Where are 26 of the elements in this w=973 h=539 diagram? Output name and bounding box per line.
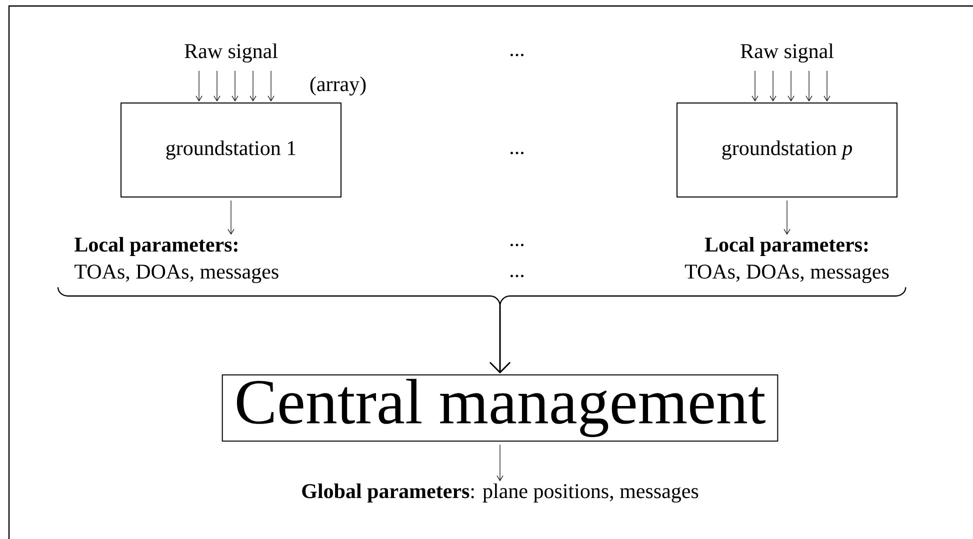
label-text: ...	[510, 244, 524, 246]
process-box: Central management	[222, 374, 778, 442]
arrow	[232, 70, 238, 102]
arrow	[250, 70, 256, 102]
arrow	[214, 70, 220, 102]
arrow	[788, 70, 794, 102]
arrow	[496, 444, 504, 482]
parameter-text: Local parameters: TOAs, DOAs, messages	[684, 236, 889, 284]
label-text: ...	[510, 152, 524, 154]
arrow	[824, 70, 830, 102]
parameter-text: Local parameters: TOAs, DOAs, messages	[74, 236, 278, 284]
process-box: groundstation p	[676, 102, 898, 198]
node-text: Global parameters: plane positions, messages	[302, 483, 698, 503]
label-text: ...	[510, 274, 524, 278]
arrow	[770, 70, 776, 102]
node-text: Raw signal	[184, 43, 278, 63]
process-box: groundstation 1	[120, 102, 342, 198]
node-text: Raw signal	[740, 43, 834, 63]
arrow	[268, 70, 274, 102]
arrow	[784, 200, 790, 235]
arrow	[806, 70, 812, 102]
arrow	[752, 70, 758, 102]
label-text: (array)	[310, 76, 366, 96]
label-text: ...	[510, 54, 524, 56]
arrow	[196, 70, 202, 102]
arrow	[228, 200, 234, 235]
